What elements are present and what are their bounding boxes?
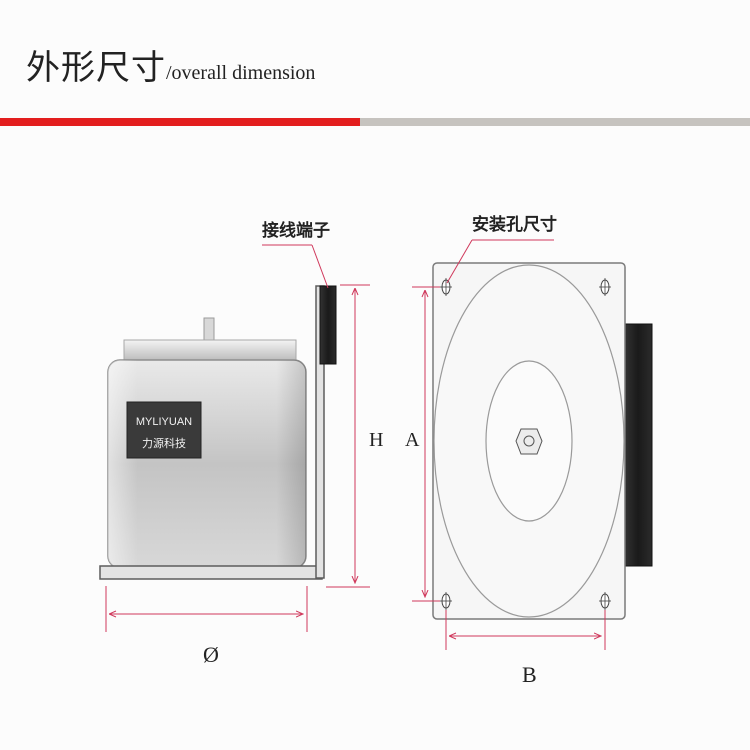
a-dimension-label: A [405,429,420,451]
side-view: MYLIYUAN 力源科技 接线端子 H Ø [99,220,383,667]
motor-body-shade [108,360,306,568]
page-title: 外形尺寸/overall dimension [26,40,315,89]
shaft-hex-nut [515,428,543,455]
brand-plate [126,401,202,459]
front-terminal-block [623,323,653,567]
title-chinese: 外形尺寸 [26,48,166,88]
title-underline-red [0,118,360,126]
shaft-center [523,435,535,447]
brand-label: MYLIYUAN [136,416,192,428]
mounting-base-plate [99,565,323,580]
motor-top-cap [123,339,297,361]
hole-leader-diagonal [446,239,473,284]
mounting-hole-top-left [440,278,452,296]
mounting-hole-label: 安装孔尺寸 [472,214,557,235]
mounting-hole-bottom-left [440,592,452,610]
terminal-leader-diagonal [311,244,329,289]
diameter-dimension-label: Ø [203,642,219,667]
b-dimension-label: B [522,662,537,687]
terminal-label: 接线端子 [262,220,330,241]
title-english: /overall dimension [166,62,316,84]
height-dimension-label: H [369,429,383,451]
front-view: 安装孔尺寸 A B [405,214,653,687]
mounting-hole-bottom-right [599,592,611,610]
title-underline-gray [360,118,750,126]
terminal-block [319,285,337,365]
motor-shaft [203,317,215,343]
mounting-hole-top-right [599,278,611,296]
brand-label-chinese: 力源科技 [142,436,186,450]
